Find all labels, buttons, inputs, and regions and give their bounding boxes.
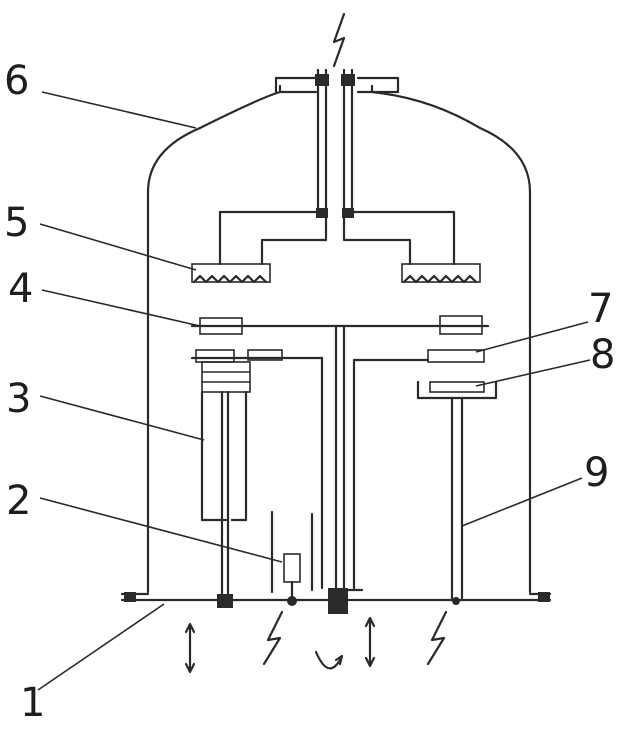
- label-9: 9: [584, 450, 609, 496]
- label-2: 2: [6, 478, 31, 524]
- label-5: 5: [4, 200, 29, 246]
- lightning-bolt-icon: [262, 610, 284, 666]
- thickness-monitor: [416, 380, 498, 600]
- evaporation-sources: [191, 210, 481, 284]
- shutter: [190, 349, 485, 590]
- label-3: 3: [6, 376, 31, 422]
- substrate-holder: [190, 315, 490, 592]
- lightning-bolt-icon: [332, 12, 346, 68]
- label-7: 7: [588, 286, 613, 332]
- double-arrow-icon: [364, 616, 376, 668]
- bell-jar: [146, 76, 532, 594]
- thermocouple: [270, 510, 314, 600]
- double-arrow-icon: [184, 622, 196, 674]
- leader-lines: [37, 91, 591, 691]
- label-6: 6: [4, 58, 29, 104]
- label-8: 8: [590, 332, 615, 378]
- bottom-feedthroughs: [217, 588, 460, 614]
- rotation-arrow-icon: [314, 650, 344, 670]
- top-feedthrough: [315, 68, 355, 218]
- label-4: 4: [8, 266, 33, 312]
- lightning-bolt-icon: [426, 610, 448, 666]
- actuator-cylinder: [195, 349, 251, 600]
- label-1: 1: [20, 680, 45, 726]
